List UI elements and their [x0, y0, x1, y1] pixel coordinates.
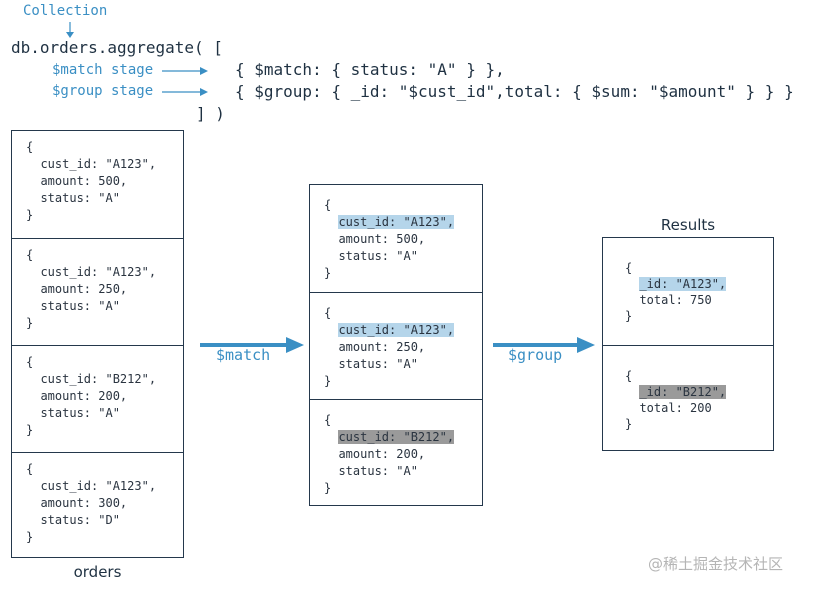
group-stage-label: $group stage [52, 83, 154, 99]
orders-collection: { cust_id: "A123", amount: 500, status: … [11, 130, 184, 558]
orders-caption: orders [73, 563, 122, 581]
document-line: status: "A" [26, 406, 120, 420]
document-line: amount: 250, [26, 282, 128, 296]
document-line: cust_id: "B212", [26, 372, 157, 386]
document-line: { [625, 369, 633, 383]
document-line: cust_id: "A123", [324, 322, 455, 338]
match-arrow-icon [200, 337, 304, 353]
document-line: { [625, 261, 633, 275]
orders-document: { cust_id: "A123", amount: 250, status: … [12, 238, 183, 345]
matched-document: { cust_id: "B212", amount: 200, status: … [310, 399, 482, 506]
document-line: } [26, 316, 34, 330]
match-stage-code: { $match: { status: "A" } }, [235, 60, 505, 79]
document-line: amount: 500, [26, 174, 128, 188]
document-line: cust_id: "A123", [324, 214, 455, 230]
document-line: } [324, 481, 332, 495]
document-line: amount: 200, [324, 447, 426, 461]
highlighted-key: cust_id: "A123", [338, 323, 455, 337]
document-line: } [625, 417, 633, 431]
watermark: @稀土掘金技术社区 [648, 555, 784, 573]
document-line: { [324, 413, 332, 427]
document-line: } [26, 423, 34, 437]
document-line: } [324, 374, 332, 388]
highlighted-key: cust_id: "B212", [338, 430, 455, 444]
document-line: status: "D" [26, 513, 120, 527]
highlighted-key: _id: "B212", [639, 385, 727, 399]
document-line: status: "A" [324, 357, 418, 371]
document-line: amount: 500, [324, 232, 426, 246]
document-line: status: "A" [26, 191, 120, 205]
results-document: { _id: "B212", total: 200} [603, 345, 773, 452]
matched-document: { cust_id: "A123", amount: 250, status: … [310, 292, 482, 399]
document-line: { [26, 462, 34, 476]
orders-document: { cust_id: "A123", amount: 500, status: … [12, 131, 183, 238]
document-line: cust_id: "A123", [26, 157, 157, 171]
group-stage-code: { $group: { _id: "$cust_id",total: { $su… [235, 82, 794, 101]
document-line: amount: 250, [324, 340, 426, 354]
document-line: cust_id: "B212", [324, 429, 455, 445]
group-stage-arrow-icon [162, 88, 208, 96]
document-line: amount: 200, [26, 389, 128, 403]
document-line: status: "A" [26, 299, 120, 313]
matched-documents: { cust_id: "A123", amount: 500, status: … [309, 184, 483, 506]
results-document: { _id: "A123", total: 750} [603, 238, 773, 345]
document-line: } [324, 266, 332, 280]
document-line: { [26, 248, 34, 262]
highlighted-key: cust_id: "A123", [338, 215, 455, 229]
match-arrow-label: $match [216, 346, 271, 364]
aggregate-call: db.orders.aggregate( [ [11, 38, 223, 57]
document-line: total: 200 [625, 401, 712, 415]
results-documents: { _id: "A123", total: 750}{ _id: "B212",… [602, 237, 774, 451]
group-arrow-label: $group [508, 346, 563, 364]
highlighted-key: _id: "A123", [639, 277, 727, 291]
document-line: } [625, 309, 633, 323]
document-line: } [26, 530, 34, 544]
document-line: status: "A" [324, 464, 418, 478]
document-line: total: 750 [625, 293, 712, 307]
group-arrow-icon [493, 337, 595, 353]
document-line: { [26, 140, 34, 154]
aggregate-closing: ] ) [196, 104, 225, 123]
document-line: cust_id: "A123", [26, 265, 157, 279]
match-stage-label: $match stage [52, 62, 154, 78]
document-line: _id: "A123", [625, 276, 727, 292]
document-line: } [26, 208, 34, 222]
orders-document: { cust_id: "A123", amount: 300, status: … [12, 452, 183, 559]
orders-document: { cust_id: "B212", amount: 200, status: … [12, 345, 183, 452]
document-line: { [324, 306, 332, 320]
results-caption: Results [660, 216, 716, 234]
collection-arrow-icon [66, 22, 74, 38]
match-stage-arrow-icon [162, 67, 208, 75]
matched-document: { cust_id: "A123", amount: 500, status: … [310, 185, 482, 292]
document-line: status: "A" [324, 249, 418, 263]
document-line: amount: 300, [26, 496, 128, 510]
document-line: { [324, 198, 332, 212]
document-line: { [26, 355, 34, 369]
document-line: _id: "B212", [625, 384, 727, 400]
collection-label: Collection [23, 3, 108, 19]
document-line: cust_id: "A123", [26, 479, 157, 493]
